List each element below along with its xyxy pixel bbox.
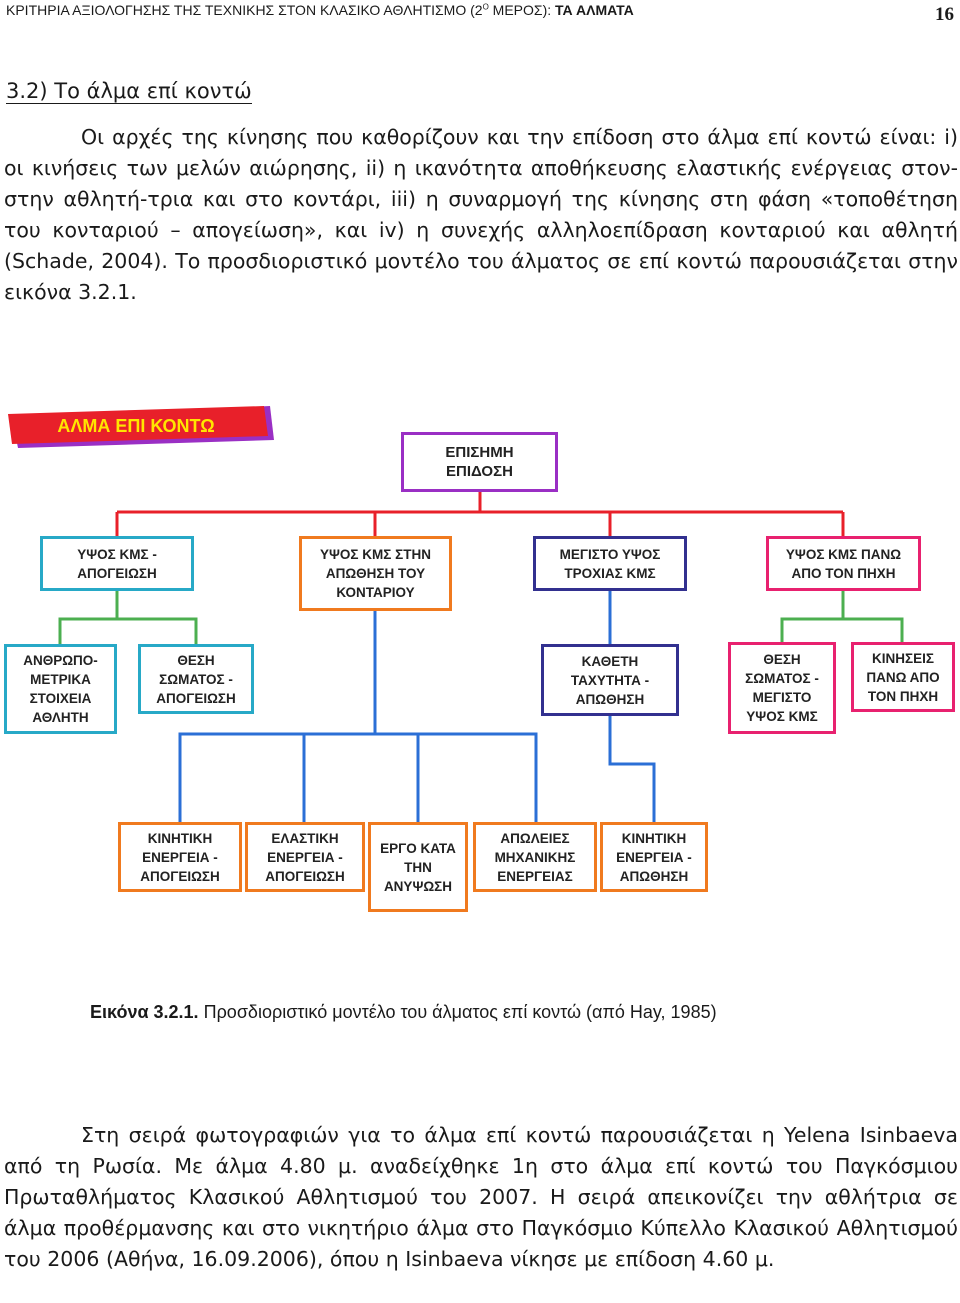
page-number: 16 (935, 4, 954, 25)
connector-line (302, 732, 375, 822)
caption-text: Προσδιοριστικό μοντέλο του άλματος επί κ… (198, 1002, 717, 1022)
box-label: ΘΕΣΗ ΣΩΜΑΤΟΣ - ΜΕΓΙΣΤΟ ΥΨΟΣ ΚΜΣ (745, 652, 819, 724)
caption-label: Εικόνα 3.2.1. (90, 1002, 199, 1022)
box-label: ΕΠΙΣΗΜΗ ΕΠΙΔΟΣΗ (445, 444, 514, 480)
intro-paragraph: Οι αρχές της κίνησης που καθορίζουν και … (4, 125, 958, 304)
running-title-part: ΜΕΡΟΣ): (488, 2, 556, 18)
connectors-root (115, 492, 845, 536)
connector-line (58, 591, 119, 644)
box-label: ΜΕΓΙΣΤΟ ΥΨΟΣ ΤΡΟΧΙΑΣ ΚΜΣ (559, 546, 661, 581)
box-label: ΥΨΟΣ ΚΜΣ ΠΑΝΩ ΑΠΟ ΤΟΝ ΠΗΧΗ (785, 546, 902, 581)
connectors-level2 (58, 591, 904, 644)
box-label: ΚΙΝΗΤΙΚΗ ΕΝΕΡΓΕΙΑ - ΑΠΩΘΗΣΗ (616, 830, 692, 884)
diagram-box-level2: ΑΝΘΡΩΠΟ-ΜΕΤΡΙΚΑ ΣΤΟΙΧΕΙΑ ΑΘΛΗΤΗ (4, 644, 117, 734)
connector-line (375, 732, 420, 822)
box-label: ΑΠΩΛΕΙΕΣ ΜΗΧΑΝΙΚΗΣ ΕΝΕΡΓΕΙΑΣ (494, 830, 576, 884)
diagram-box-level3: ΑΠΩΛΕΙΕΣ ΜΗΧΑΝΙΚΗΣ ΕΝΕΡΓΕΙΑΣ (473, 822, 597, 892)
diagram-box-level2: ΚΑΘΕΤΗ ΤΑΧΥΤΗΤΑ - ΑΠΩΘΗΣΗ (541, 644, 679, 716)
box-label: ΑΝΘΡΩΠΟ-ΜΕΤΡΙΚΑ ΣΤΟΙΧΕΙΑ ΑΘΛΗΤΗ (23, 653, 98, 725)
model-diagram-lines (58, 492, 904, 822)
photo-series-paragraph: Στη σειρά φωτογραφιών για το άλμα επί κο… (4, 1123, 958, 1271)
connector-line (843, 617, 904, 644)
diagram-box-level1: ΜΕΓΙΣΤΟ ΥΨΟΣ ΤΡΟΧΙΑΣ ΚΜΣ (533, 536, 687, 591)
box-label: ΘΕΣΗ ΣΩΜΑΤΟΣ - ΑΠΟΓΕΙΩΣΗ (156, 652, 236, 706)
section-title: 3.2) Το άλμα επί κοντώ (6, 79, 252, 104)
diagram-box-level1: ΥΨΟΣ ΚΜΣ ΠΑΝΩ ΑΠΟ ΤΟΝ ΠΗΧΗ (766, 536, 921, 591)
box-label: ΚΙΝΗΣΕΙΣ ΠΑΝΩ ΑΠΟ ΤΟΝ ΠΗΧΗ (866, 650, 940, 704)
banner-face (8, 406, 268, 444)
diagram-box-level2: ΘΕΣΗ ΣΩΜΑΤΟΣ - ΜΕΓΙΣΤΟ ΥΨΟΣ ΚΜΣ (728, 642, 836, 734)
diagram-box-level3: ΕΛΑΣΤΙΚΗ ΕΝΕΡΓΕΙΑ - ΑΠΟΓΕΙΩΣΗ (245, 822, 365, 892)
diagram-box-level3: ΚΙΝΗΤΙΚΗ ΕΝΕΡΓΕΙΑ - ΑΠΩΘΗΣΗ (600, 822, 708, 892)
box-label: ΚΙΝΗΤΙΚΗ ΕΝΕΡΓΕΙΑ - ΑΠΟΓΕΙΩΣΗ (140, 830, 220, 884)
connector-line (780, 591, 845, 644)
diagram-box-level2: ΚΙΝΗΣΕΙΣ ΠΑΝΩ ΑΠΟ ΤΟΝ ΠΗΧΗ (851, 642, 955, 712)
box-label: ΥΨΟΣ ΚΜΣ - ΑΠΟΓΕΙΩΣΗ (77, 546, 157, 581)
connector-line (117, 617, 198, 644)
box-label: ΕΛΑΣΤΙΚΗ ΕΝΕΡΓΕΙΑ - ΑΠΟΓΕΙΩΣΗ (265, 830, 345, 884)
diagram-box-level1: ΥΨΟΣ ΚΜΣ ΣΤΗΝ ΑΠΩΘΗΣΗ ΤΟΥ ΚΟΝΤΑΡΙΟΥ (299, 536, 452, 611)
connector-line (178, 609, 377, 822)
diagram-box-level2: ΘΕΣΗ ΣΩΜΑΤΟΣ - ΑΠΟΓΕΙΩΣΗ (138, 644, 254, 714)
connector-line (608, 704, 656, 822)
diagram-box-level3: ΕΡΓΟ ΚΑΤΑ ΤΗΝ ΑΝΥΨΩΣΗ (368, 822, 468, 912)
running-title-text: ΚΡΙΤΗΡΙΑ ΑΞΙΟΛΟΓΗΣΗΣ ΤΗΣ ΤΕΧΝΙΚΗΣ ΣΤΟΝ Κ… (6, 2, 483, 18)
diagram-box-root: ΕΠΙΣΗΜΗ ΕΠΙΔΟΣΗ (401, 432, 558, 492)
box-label: ΚΑΘΕΤΗ ΤΑΧΥΤΗΤΑ - ΑΠΩΘΗΣΗ (570, 653, 650, 707)
connectors-middle (178, 591, 656, 822)
box-label: ΕΡΓΟ ΚΑΤΑ ΤΗΝ ΑΝΥΨΩΣΗ (380, 840, 456, 894)
banner-title: ΑΛΜΑ ΕΠΙ ΚΟΝΤΩ (57, 416, 214, 436)
section-title-text: 3.2) Το άλμα επί κοντώ (6, 79, 252, 104)
running-title: ΚΡΙΤΗΡΙΑ ΑΞΙΟΛΟΓΗΣΗΣ ΤΗΣ ΤΕΧΝΙΚΗΣ ΣΤΟΝ Κ… (6, 2, 634, 18)
diagram-box-level3: ΚΙΝΗΤΙΚΗ ΕΝΕΡΓΕΙΑ - ΑΠΟΓΕΙΩΣΗ (118, 822, 242, 892)
diagram-box-level1: ΥΨΟΣ ΚΜΣ - ΑΠΟΓΕΙΩΣΗ (40, 536, 194, 591)
diagram-banner: ΑΛΜΑ ΕΠΙ ΚΟΝΤΩ (8, 406, 274, 448)
box-label: ΥΨΟΣ ΚΜΣ ΣΤΗΝ ΑΠΩΘΗΣΗ ΤΟΥ ΚΟΝΤΑΡΙΟΥ (320, 547, 431, 600)
running-title-bold: ΤΑ ΑΛΜΑΤΑ (555, 2, 634, 18)
page-header: ΚΡΙΤΗΡΙΑ ΑΞΙΟΛΟΓΗΣΗΣ ΤΗΣ ΤΕΧΝΙΚΗΣ ΣΤΟΝ Κ… (6, 0, 956, 25)
running-title-superscript: Ο (482, 2, 489, 12)
connector-line (375, 732, 538, 822)
figure-caption: Εικόνα 3.2.1. Προσδιοριστικό μοντέλο του… (90, 1002, 717, 1023)
